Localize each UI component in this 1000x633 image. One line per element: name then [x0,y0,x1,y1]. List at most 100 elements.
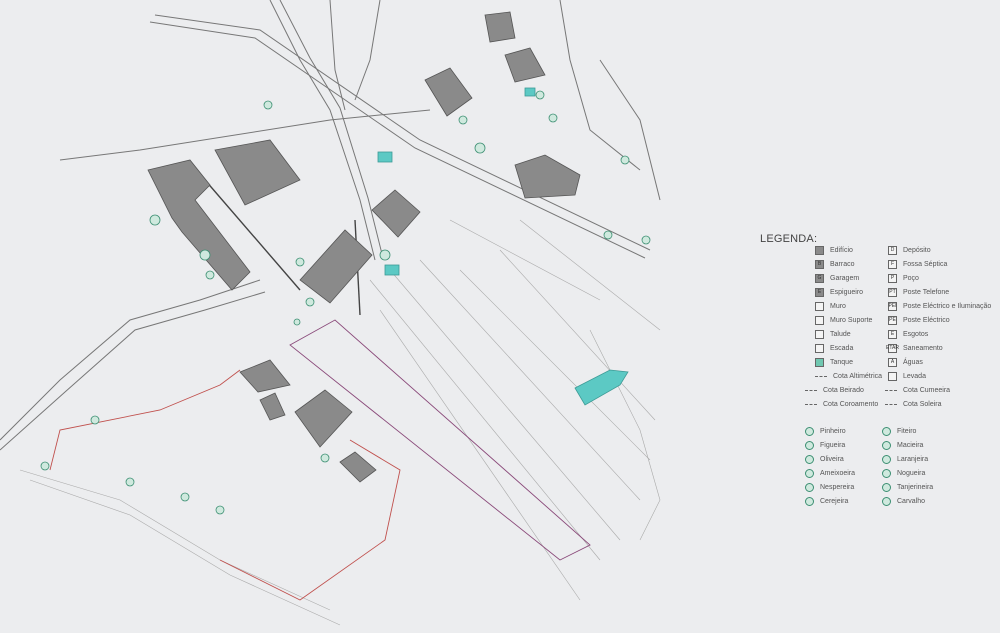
legend-label: Muro [830,302,846,310]
tank [377,151,393,163]
building [514,154,581,199]
oliveira-icon [805,454,814,464]
tanque-icon [815,357,824,367]
building [147,159,251,291]
legend-label: Poste Eléctrico e Iluminação [903,302,992,310]
figueira-icon [805,440,814,450]
cota-coroamento-icon [805,403,817,405]
legend-item-cota-coroamento: Cota Coroamento [805,397,885,411]
legend-item-cota-cumeeira: Cota Cumeeira [885,383,985,397]
ameixoeira-icon [805,468,814,478]
legend-label: Poço [903,274,919,282]
legend-item-tanque: Tanque [815,355,882,369]
legend-item-edificio: Edifício [815,243,882,257]
legend-label: Nespereira [820,483,855,491]
building [504,47,546,83]
legend-label: Poste Eléctrico [903,316,950,324]
escada-icon [815,343,824,353]
legend-label: Carvalho [897,497,926,505]
legend-label: Edifício [830,246,853,254]
poco-icon: P [888,273,897,283]
legend-item-fiteiro: Fiteiro [882,424,933,438]
saneamento-icon: ETAR [886,343,899,353]
legend-label: Pinheiro [820,427,846,435]
legend-item-muro-suporte: Muro Suporte [815,313,882,327]
property-boundaries [49,179,591,601]
muro-icon [815,301,824,311]
building [239,359,291,393]
garagem-icon: G [815,273,824,283]
legend-item-macieira: Macieira [882,438,933,452]
legend-item-levada: Levada [888,369,991,383]
building [259,392,286,421]
building [339,451,377,483]
legend-item-poste-electrico-e-iluminacao: PEI Poste Eléctrico e Iluminação [888,299,991,313]
legend-item-muro: Muro [815,299,882,313]
tank [524,87,536,97]
legend-item-deposito: D Depósito [888,243,991,257]
contour-lines [19,219,661,626]
tank [384,264,400,276]
legend-item-poste-electrico: PE Poste Eléctrico [888,313,991,327]
legend-item-talude: Talude [815,327,882,341]
legend-label: Laranjeira [897,455,929,463]
edificio-icon [815,245,824,255]
legend-label: Ameixoeira [820,469,856,477]
water-features [377,87,629,406]
legend-label: Cota Soleira [903,400,942,408]
cota-altimetrica-icon [815,375,827,377]
pinheiro-icon [805,426,814,436]
fiteiro-icon [882,426,891,436]
building [294,389,353,448]
legend-item-cerejeira: Cerejeira [805,494,855,508]
building [424,67,473,117]
legend-item-cota-altimetrica: Cota Altimétrica [815,369,882,383]
legend-label: Espigueiro [830,288,864,296]
legend-label: Barraco [830,260,855,268]
legend-label: Talude [830,330,851,338]
macieira-icon [882,440,891,450]
poste-telefone-icon: PT [888,287,897,297]
legend-label: Figueira [820,441,846,449]
legend-label: Poste Telefone [903,288,950,296]
legend-item-tanjerineira: Tanjerineira [882,480,933,494]
legend-item-pinheiro: Pinheiro [805,424,855,438]
poste-electrico-e-iluminacao-icon: PEI [888,301,897,311]
carvalho-icon [882,496,891,506]
legend-label: Águas [903,358,923,366]
legend-item-escada: Escada [815,341,882,355]
legend-label: Cerejeira [820,497,849,505]
cota-beirado-icon [805,389,817,391]
deposito-icon: D [888,245,897,255]
cota-cumeeira-icon [885,389,897,391]
tanjerineira-icon [882,482,891,492]
legend-label: Depósito [903,246,931,254]
legend-label: Muro Suporte [830,316,873,324]
legend-item-figueira: Figueira [805,438,855,452]
legend-label: Saneamento [903,344,943,352]
legend-label: Nogueira [897,469,926,477]
legend-label: Cota Cumeeira [903,386,951,394]
roads [0,0,661,451]
legend-item-laranjeira: Laranjeira [882,452,933,466]
cota-soleira-icon [885,403,897,405]
legend-label: Levada [903,372,926,380]
legend-label: Cota Beirado [823,386,864,394]
legend-label: Fossa Séptica [903,260,948,268]
building [371,189,421,238]
legend-item-cota-soleira: Cota Soleira [885,397,985,411]
legend-item-ameixoeira: Ameixoeira [805,466,855,480]
legend-label: Cota Coroamento [823,400,879,408]
poste-electrico-icon: PE [888,315,897,325]
legend-label: Esgotos [903,330,929,338]
legend-item-oliveira: Oliveira [805,452,855,466]
legend-item-nespereira: Nespereira [805,480,855,494]
